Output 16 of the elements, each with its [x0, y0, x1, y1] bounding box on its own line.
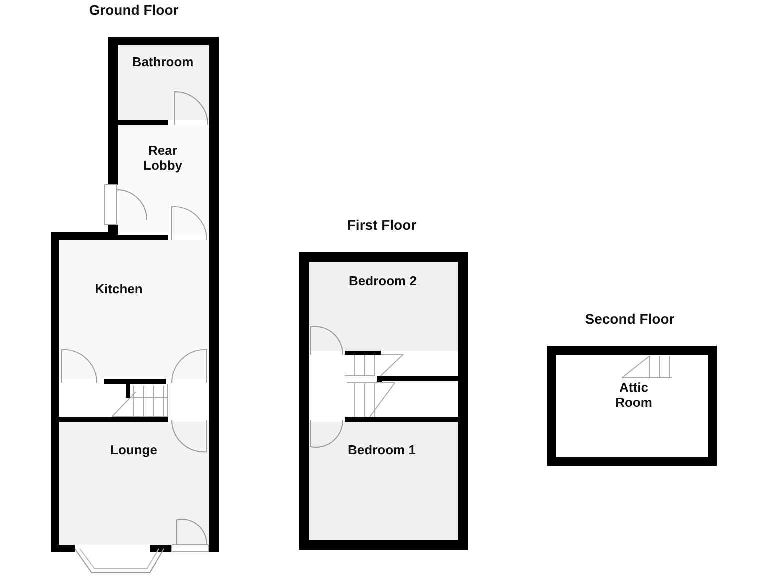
room: [59, 422, 209, 545]
room: [309, 422, 458, 540]
room: [118, 45, 209, 120]
floor-heading: First Floor: [347, 217, 417, 233]
room-name: Attic Room: [614, 381, 654, 411]
room-name: Bedroom 1: [348, 444, 416, 458]
room: [309, 262, 458, 351]
room-name: Kitchen: [95, 282, 143, 298]
room-name: Bathroom: [132, 56, 194, 70]
room: [59, 240, 209, 379]
floor-heading: Second Floor: [585, 311, 675, 327]
room-name: Rear Lobby: [142, 144, 184, 174]
room: [118, 125, 209, 235]
floor-heading: Ground Floor: [89, 2, 179, 18]
room-name: Lounge: [110, 444, 158, 458]
room-name: Bedroom 2: [349, 274, 417, 290]
